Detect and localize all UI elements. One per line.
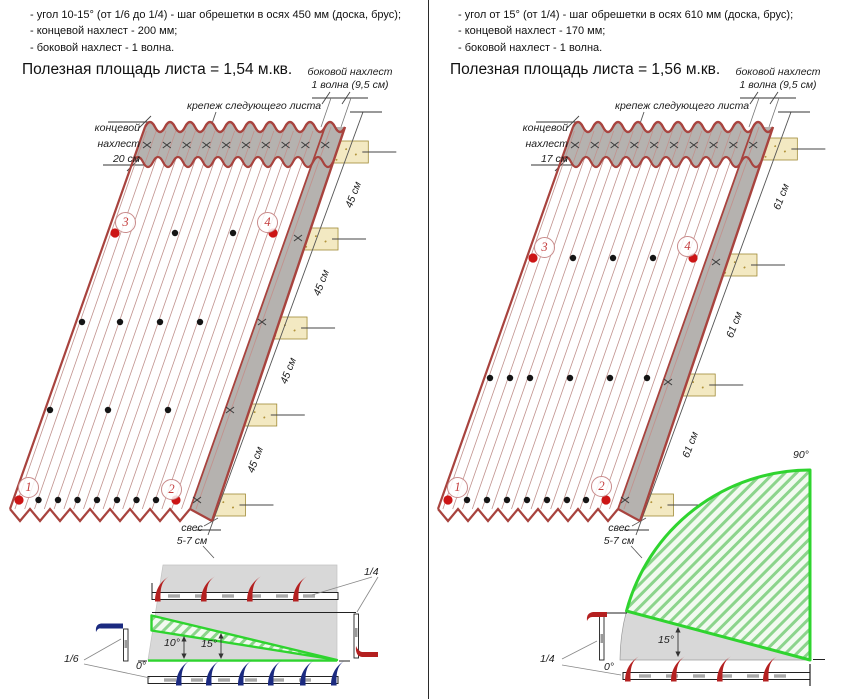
right-angle-15-label: 15° [658, 634, 674, 646]
right-side-overlap-line2: 1 волна (9,5 см) [739, 79, 817, 91]
right-fastener-label: крепеж следующего листа [615, 100, 750, 112]
right-bullet-2: - концевой нахлест - 170 мм; [458, 25, 606, 38]
left-useful-area-label: Полезная площадь листа = 1,54 м.кв. [22, 61, 293, 78]
left-bullet-3: - боковой нахлест - 1 волна. [30, 41, 175, 54]
right-overhang-line1: свес [608, 522, 630, 534]
right-angle-zero-label: 0° [603, 661, 614, 673]
right-marker-4: 4 [677, 236, 698, 257]
panel-divider [428, 0, 429, 699]
right-bullets: - угол от 15° (от 1/4) - шаг обрешетки в… [458, 7, 793, 56]
right-angle-90-label: 90° [793, 449, 809, 461]
left-end-overlap-line3: 20 см [112, 153, 140, 165]
left-side-overlap-line1: боковой нахлест [307, 66, 393, 78]
right-marker-1: 1 [447, 477, 468, 498]
right-bullet-3: - боковой нахлест - 1 волна. [458, 41, 603, 54]
right-end-overlap-line2: нахлест [525, 137, 568, 150]
left-side-overlap-line2: 1 волна (9,5 см) [311, 79, 389, 91]
right-marker-3: 3 [534, 237, 555, 258]
left-side-overlap-label: боковой нахлест 1 волна (9,5 см) [300, 66, 400, 92]
right-end-overlap-line3: 17 см [540, 153, 568, 165]
left-marker-3: 3 [115, 212, 136, 233]
right-overhang-label: свес 5-7 см [596, 522, 642, 548]
right-ratio-label: 1/4 [540, 653, 555, 665]
right-bullet-1: - угол от 15° (от 1/4) - шаг обрешетки в… [458, 9, 794, 21]
left-end-overlap-line2: нахлест [97, 137, 140, 150]
left-ratio-bottom-label: 1/6 [64, 653, 79, 665]
left-angle-low-label: 10° [164, 637, 180, 649]
left-end-overlap-label: концевой нахлест 20 см [83, 121, 140, 168]
right-side-overlap-line1: боковой нахлест [735, 66, 821, 78]
left-bullets: - угол 10-15° (от 1/6 до 1/4) - шаг обре… [30, 7, 401, 56]
right-end-overlap-label: концевой нахлест 17 см [511, 121, 568, 168]
right-side-overlap-label: боковой нахлест 1 волна (9,5 см) [728, 66, 828, 92]
left-marker-2: 2 [161, 479, 182, 500]
right-end-overlap-line1: концевой [522, 122, 568, 134]
left-fastener-label: крепеж следующего листа [187, 100, 322, 112]
left-bullet-2: - концевой нахлест - 200 мм; [30, 25, 178, 38]
left-angle-zero-label: 0° [135, 660, 146, 672]
right-useful-area-label: Полезная площадь листа = 1,56 м.кв. [450, 61, 721, 78]
left-overhang-line1: свес [181, 522, 203, 534]
left-end-overlap-line1: концевой [94, 122, 140, 134]
left-overhang-line2: 5-7 см [176, 535, 208, 547]
right-marker-2: 2 [591, 476, 612, 497]
right-overhang-line2: 5-7 см [603, 535, 635, 547]
left-marker-4: 4 [257, 212, 278, 233]
left-angle-high-label: 15° [201, 638, 217, 650]
left-ratio-top-label: 1/4 [364, 566, 379, 578]
left-bullet-1: - угол 10-15° (от 1/6 до 1/4) - шаг обре… [30, 9, 402, 21]
left-marker-1: 1 [18, 477, 39, 498]
left-overhang-label: свес 5-7 см [169, 522, 215, 548]
